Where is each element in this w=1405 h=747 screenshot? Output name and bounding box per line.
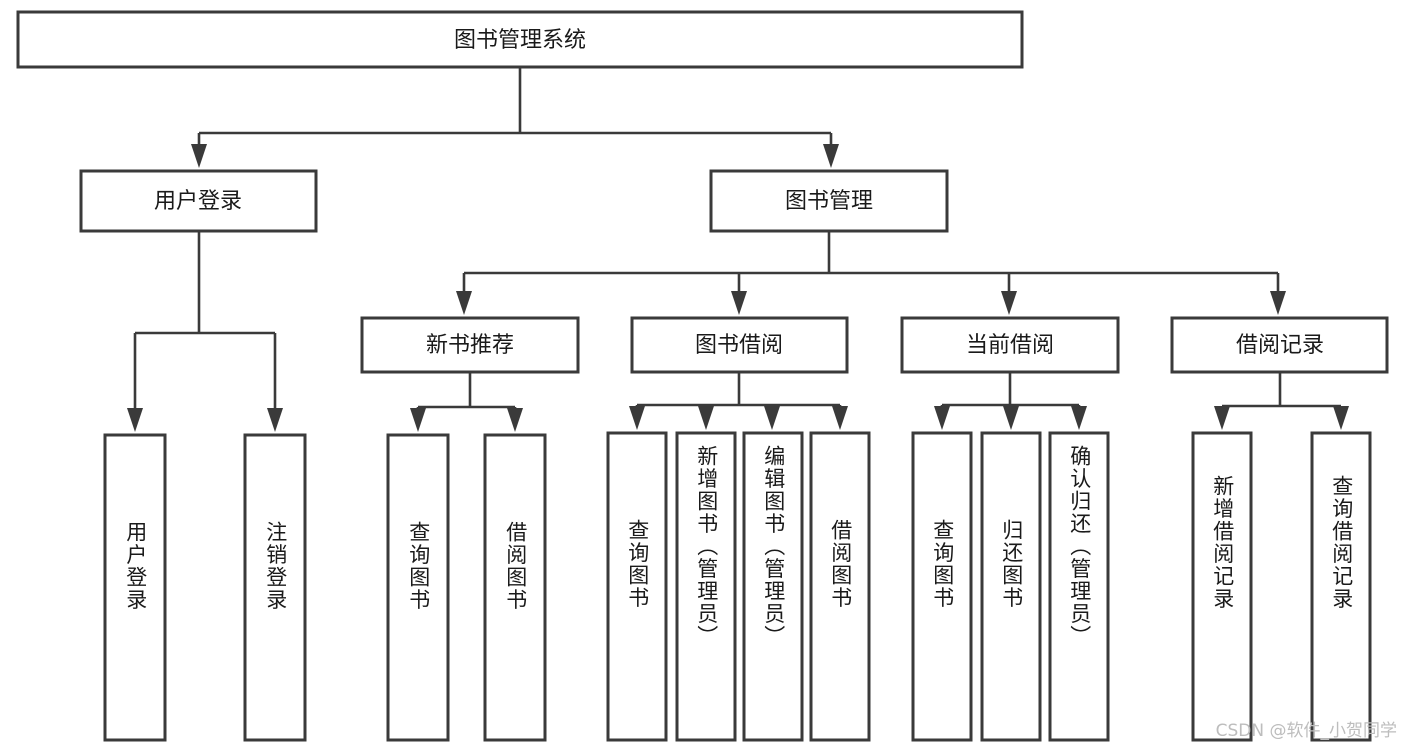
- node-book-borrow-box[interactable]: [630, 316, 849, 374]
- arrow-currentborrow-c2: [1003, 406, 1019, 430]
- leaf-box-user-login-1[interactable]: [243, 433, 307, 742]
- node-book-manage-label: 图书管理: [785, 189, 873, 214]
- leaf-box-borrow-record-1[interactable]: [1310, 431, 1372, 742]
- arrow-currentborrow-c3: [1071, 406, 1087, 430]
- leaf-box-current-borrow-2[interactable]: [1048, 431, 1110, 742]
- node-new-book[interactable]: 新书推荐: [360, 316, 580, 374]
- leaf-box-book-borrow-0[interactable]: [606, 431, 668, 742]
- node-root-label: 图书管理系统: [454, 28, 586, 53]
- arrow-bookborrow-c1: [629, 406, 645, 430]
- arrow-bookmanage-to-borrowrecord: [1270, 291, 1286, 315]
- leaf-box-layer: [103, 431, 1372, 742]
- arrow-currentborrow-c1: [934, 406, 950, 430]
- connector-layer: [127, 67, 1349, 432]
- arrow-userlogin-left: [127, 408, 143, 432]
- arrow-bookborrow-c3: [764, 406, 780, 430]
- node-book-manage[interactable]: 图书管理: [709, 169, 949, 233]
- node-current-borrow-label: 当前借阅: [966, 333, 1054, 358]
- leaf-box-book-borrow-2[interactable]: [742, 431, 804, 742]
- node-user-login-box[interactable]: [79, 169, 318, 233]
- node-root-box[interactable]: [16, 10, 1024, 69]
- node-borrow-record-box[interactable]: [1170, 316, 1389, 374]
- leaf-box-new-book-0[interactable]: [386, 433, 450, 742]
- leaf-box-book-borrow-1[interactable]: [675, 431, 737, 742]
- node-root[interactable]: 图书管理系统: [16, 10, 1024, 69]
- arrow-borrowrecord-c2: [1333, 406, 1349, 430]
- leaf-box-new-book-1[interactable]: [483, 433, 547, 742]
- arrow-userlogin-right: [267, 408, 283, 432]
- leaf-box-book-borrow-3[interactable]: [809, 431, 871, 742]
- node-current-borrow[interactable]: 当前借阅: [900, 316, 1120, 374]
- node-book-manage-box[interactable]: [709, 169, 949, 233]
- arrow-newbook-c1: [410, 408, 426, 432]
- leaf-box-user-login-0[interactable]: [103, 433, 167, 742]
- node-book-borrow[interactable]: 图书借阅: [630, 316, 849, 374]
- node-borrow-record[interactable]: 借阅记录: [1170, 316, 1389, 374]
- leaf-box-current-borrow-1[interactable]: [980, 431, 1042, 742]
- arrow-bookborrow-c4: [832, 406, 848, 430]
- arrow-root-to-book-manage: [823, 144, 839, 168]
- node-current-borrow-box[interactable]: [900, 316, 1120, 374]
- leaf-box-borrow-record-0[interactable]: [1191, 431, 1253, 742]
- leaf-box-current-borrow-0[interactable]: [911, 431, 973, 742]
- node-borrow-record-label: 借阅记录: [1236, 333, 1324, 358]
- arrow-bookmanage-to-bookborrow: [731, 291, 747, 315]
- node-new-book-box[interactable]: [360, 316, 580, 374]
- arrow-newbook-c2: [507, 408, 523, 432]
- arrow-root-to-user-login: [191, 144, 207, 168]
- node-book-borrow-label: 图书借阅: [695, 333, 783, 358]
- arrow-borrowrecord-c1: [1214, 406, 1230, 430]
- node-user-login[interactable]: 用户登录: [79, 169, 318, 233]
- node-user-login-label: 用户登录: [154, 189, 242, 214]
- arrow-bookmanage-to-currentborrow: [1001, 291, 1017, 315]
- arrow-bookmanage-to-newbook: [456, 291, 472, 315]
- arrow-bookborrow-c2: [698, 406, 714, 430]
- node-new-book-label: 新书推荐: [426, 333, 514, 358]
